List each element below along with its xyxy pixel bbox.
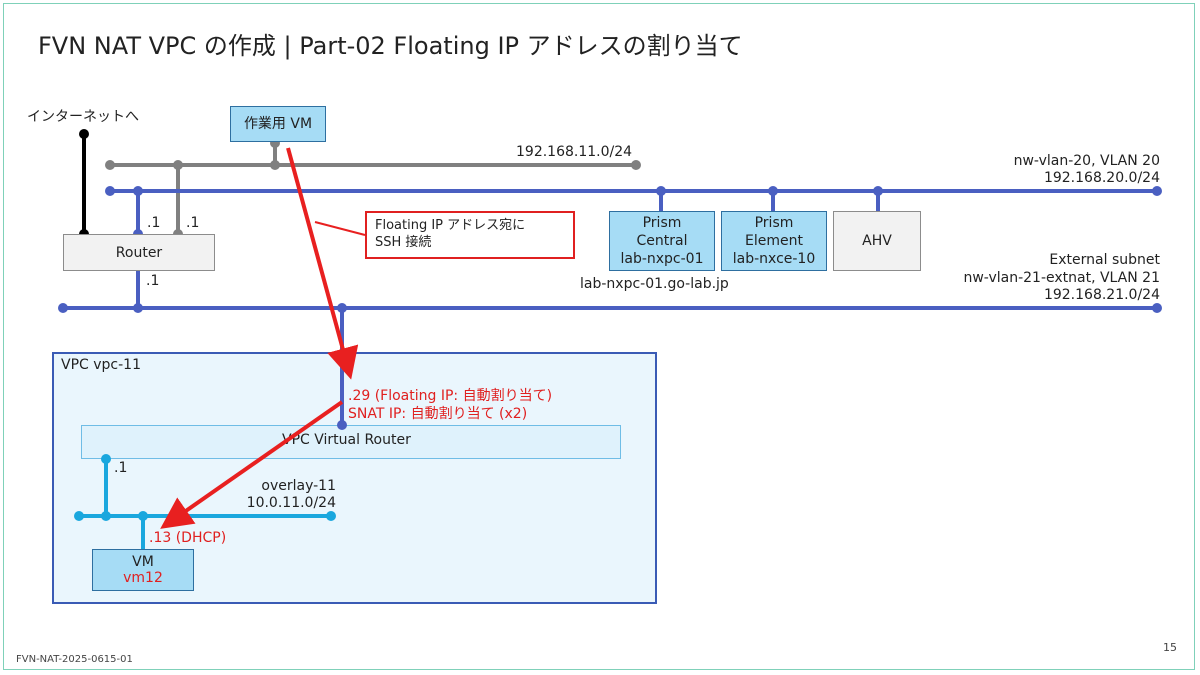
- prism-element-line2: Element: [745, 233, 803, 249]
- ahv-box: AHV: [833, 211, 921, 271]
- ssh-path-arrow: [286, 147, 359, 380]
- page-number: 15: [1163, 641, 1177, 654]
- vlan21-name: nw-vlan-21-extnat, VLAN 21: [963, 270, 1160, 286]
- prism-central-line3: lab-nxpc-01: [620, 251, 704, 267]
- vlan21-cidr: 192.168.21.0/24: [1043, 287, 1160, 303]
- overlay-name: overlay-11: [261, 478, 336, 494]
- footer-id: FVN-NAT-2025-0615-01: [16, 654, 133, 665]
- callout-line2: SSH 接続: [375, 235, 432, 250]
- prism-central-line1: Prism: [642, 215, 682, 231]
- router-ip-right: .1: [186, 215, 200, 231]
- vlan20-name: nw-vlan-20, VLAN 20: [1013, 153, 1160, 169]
- router-box: Router: [63, 234, 215, 271]
- nat-path-arrow: [160, 400, 344, 529]
- callout-pointer: [314, 221, 366, 236]
- prism-element-line1: Prism: [754, 215, 794, 231]
- vm-ip-label: .13 (DHCP): [149, 530, 227, 546]
- vlan20-cidr: 192.168.20.0/24: [1043, 170, 1160, 186]
- fqdn-label: lab-nxpc-01.go-lab.jp: [580, 276, 729, 292]
- ahv-label: AHV: [862, 233, 892, 249]
- vm-name: vm12: [123, 570, 163, 586]
- prism-central-line2: Central: [636, 233, 688, 249]
- vpc-virtual-router: [81, 425, 621, 459]
- router-ip-left: .1: [147, 215, 161, 231]
- vm-box: VM vm12: [92, 549, 194, 591]
- ssh-callout: Floating IP アドレス宛に SSH 接続: [365, 211, 575, 259]
- vm-label: VM: [132, 554, 154, 570]
- internet-label: インターネットへ: [27, 109, 139, 125]
- prism-element-line3: lab-nxce-10: [732, 251, 816, 267]
- prism-central-box: Prism Central lab-nxpc-01: [609, 211, 715, 271]
- vpc-label: VPC vpc-11: [61, 357, 141, 373]
- vlan21-title: External subnet: [1049, 252, 1160, 268]
- work-vm-label: 作業用 VM: [243, 116, 313, 132]
- callout-line1: Floating IP アドレス宛に: [375, 218, 526, 233]
- overlay-gateway-ip: .1: [114, 460, 128, 476]
- router-label: Router: [115, 244, 163, 261]
- work-vm-box: 作業用 VM: [230, 106, 326, 142]
- snat-ip-label: SNAT IP: 自動割り当て (x2): [348, 406, 528, 422]
- prism-element-box: Prism Element lab-nxce-10: [721, 211, 827, 271]
- overlay-cidr: 10.0.11.0/24: [246, 495, 336, 511]
- slide-title: FVN NAT VPC の作成 | Part-02 Floating IP アド…: [38, 32, 743, 60]
- mgmt-network-cidr: 192.168.11.0/24: [516, 144, 633, 160]
- floating-ip-label: .29 (Floating IP: 自動割り当て): [348, 388, 553, 404]
- vpc-virtual-router-label: VPC Virtual Router: [282, 432, 411, 448]
- slide-frame: [3, 3, 1195, 670]
- router-ip-bottom: .1: [146, 273, 160, 289]
